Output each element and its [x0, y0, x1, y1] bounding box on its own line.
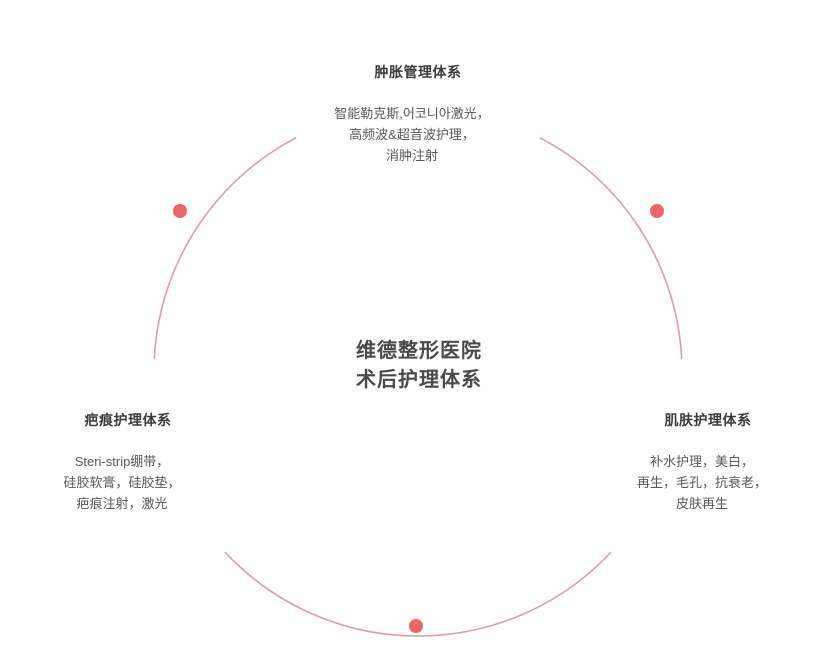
node-swelling-line-1: 智能勒克斯,어코니아激光，	[334, 106, 490, 122]
node-skin[interactable]: 肌肤护理体系 补水护理，美白， 再生，毛孔，抗衰老， 皮肤再生	[586, 356, 830, 600]
connector-dot-right	[650, 204, 664, 218]
node-skin-line-2: 再生，毛孔，抗衰老，	[636, 475, 767, 491]
node-swelling[interactable]: 肿胀管理体系 智能勒克斯,어코니아激光， 高频波&超音波护理， 消肿注射	[296, 8, 540, 252]
center-title: 维德整形医院 术后护理体系	[299, 337, 539, 395]
node-scar-content: 疤痕护理体系 Steri-strip绷带， 硅胶软膏，硅胶垫， 疤痕注射，激光	[33, 383, 223, 573]
node-scar-title: 疤痕护理体系	[84, 412, 172, 428]
node-swelling-body: 智能勒克斯,어코니아激光， 高频波&超音波护理， 消肿注射	[305, 103, 519, 166]
node-swelling-title: 肿胀管理体系	[374, 64, 462, 80]
node-skin-line-1: 补水护理，美白，	[649, 454, 754, 470]
connector-dot-left	[173, 204, 187, 218]
center-title-line-2: 术后护理体系	[356, 369, 482, 391]
node-skin-body: 补水护理，美白， 再生，毛孔，抗衰老， 皮肤再生	[595, 451, 809, 514]
node-skin-line-3: 皮肤再生	[675, 496, 728, 512]
node-scar-line-2: 硅胶软膏，硅胶垫，	[63, 475, 181, 491]
node-skin-title: 肌肤护理体系	[664, 412, 752, 428]
node-scar-line-1: Steri-strip绷带，	[74, 454, 170, 470]
node-scar-body: Steri-strip绷带， 硅胶软膏，硅胶垫， 疤痕注射，激光	[15, 451, 229, 514]
node-swelling-content: 肿胀管理体系 智能勒克斯,어코니아激光， 高频波&超音波护理， 消肿注射	[323, 35, 513, 225]
node-scar[interactable]: 疤痕护理体系 Steri-strip绷带， 硅胶软膏，硅胶垫， 疤痕注射，激光	[6, 356, 250, 600]
node-swelling-line-3: 消肿注射	[385, 148, 438, 164]
connector-dot-bottom	[409, 619, 423, 633]
node-swelling-line-2: 高频波&超音波护理，	[349, 127, 475, 143]
node-scar-line-3: 疤痕注射，激光	[76, 496, 168, 512]
node-skin-content: 肌肤护理体系 补水护理，美白， 再生，毛孔，抗衰老， 皮肤再生	[613, 383, 803, 573]
center-title-line-1: 维德整形医院	[356, 340, 482, 362]
